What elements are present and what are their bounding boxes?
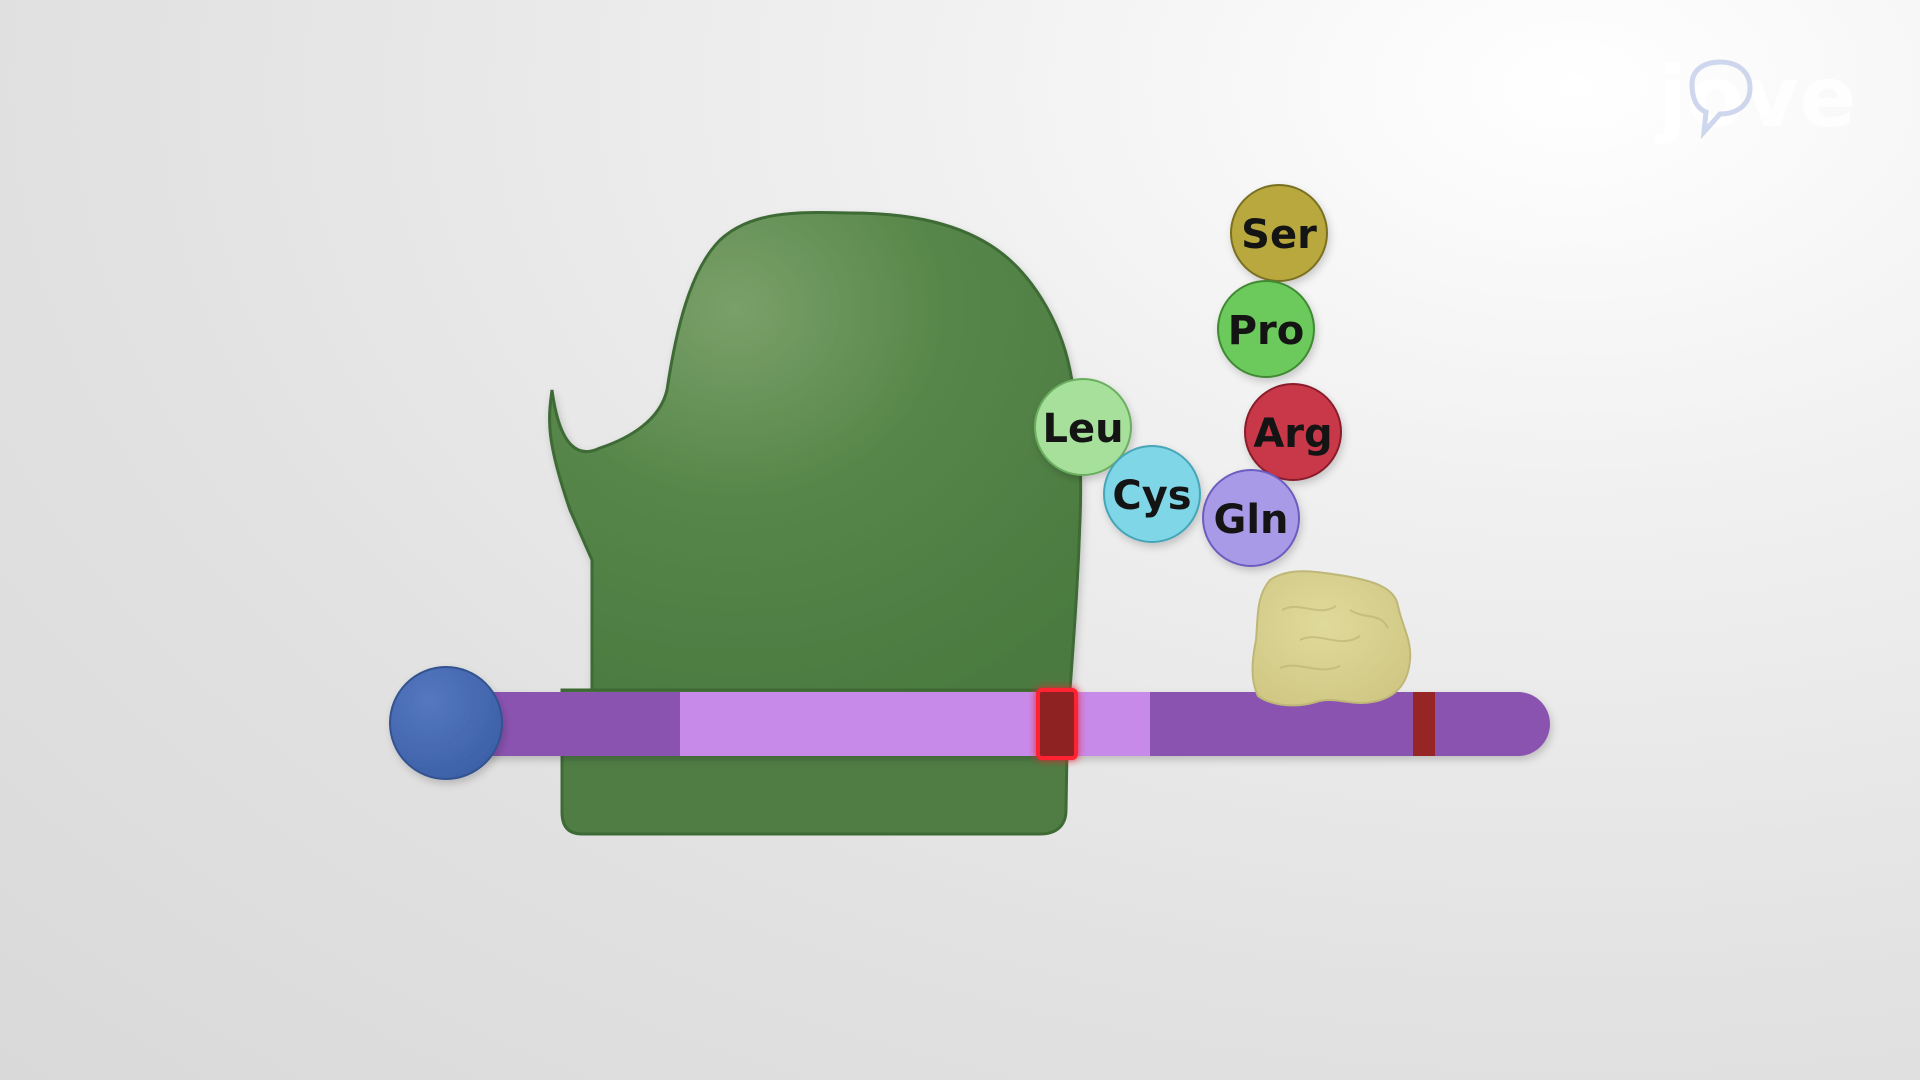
five-prime-cap <box>389 666 503 780</box>
amino-acid-ser-label: Ser <box>1241 212 1317 258</box>
amino-acid-leu-bead <box>1034 378 1132 476</box>
ribosome-large-subunit <box>548 211 1083 696</box>
amino-acid-ser: Ser <box>1230 184 1328 282</box>
amino-acid-arg-label: Arg <box>1253 411 1332 457</box>
jove-logo-text: jove <box>1655 48 1856 146</box>
amino-acid-pro-bead <box>1217 280 1315 378</box>
amino-acid-cys-bead <box>1103 445 1201 543</box>
codon-marker <box>1413 692 1435 756</box>
amino-acid-gln-label: Gln <box>1213 497 1288 543</box>
amino-acid-ser-bead <box>1230 184 1328 282</box>
amino-acid-leu-label: Leu <box>1042 406 1123 452</box>
release-factor <box>1251 570 1412 707</box>
amino-acid-gln: Gln <box>1202 469 1300 567</box>
amino-acid-arg: Arg <box>1244 383 1342 481</box>
stop-codon-highlighted <box>1036 688 1078 760</box>
polypeptide-chain: Ser Pro Arg Leu Cys Gln <box>1034 184 1342 567</box>
amino-acid-leu: Leu <box>1034 378 1132 476</box>
amino-acid-pro-label: Pro <box>1228 308 1305 354</box>
amino-acid-cys: Cys <box>1103 445 1201 543</box>
mrna-ribosome-window <box>680 692 1150 756</box>
amino-acid-pro: Pro <box>1217 280 1315 378</box>
amino-acid-gln-bead <box>1202 469 1300 567</box>
amino-acid-cys-label: Cys <box>1112 473 1191 519</box>
jove-logo: jove <box>1655 48 1856 146</box>
release-factor-texture <box>1279 605 1389 671</box>
speech-bubble-icon <box>1689 59 1753 140</box>
amino-acid-arg-bead <box>1244 383 1342 481</box>
